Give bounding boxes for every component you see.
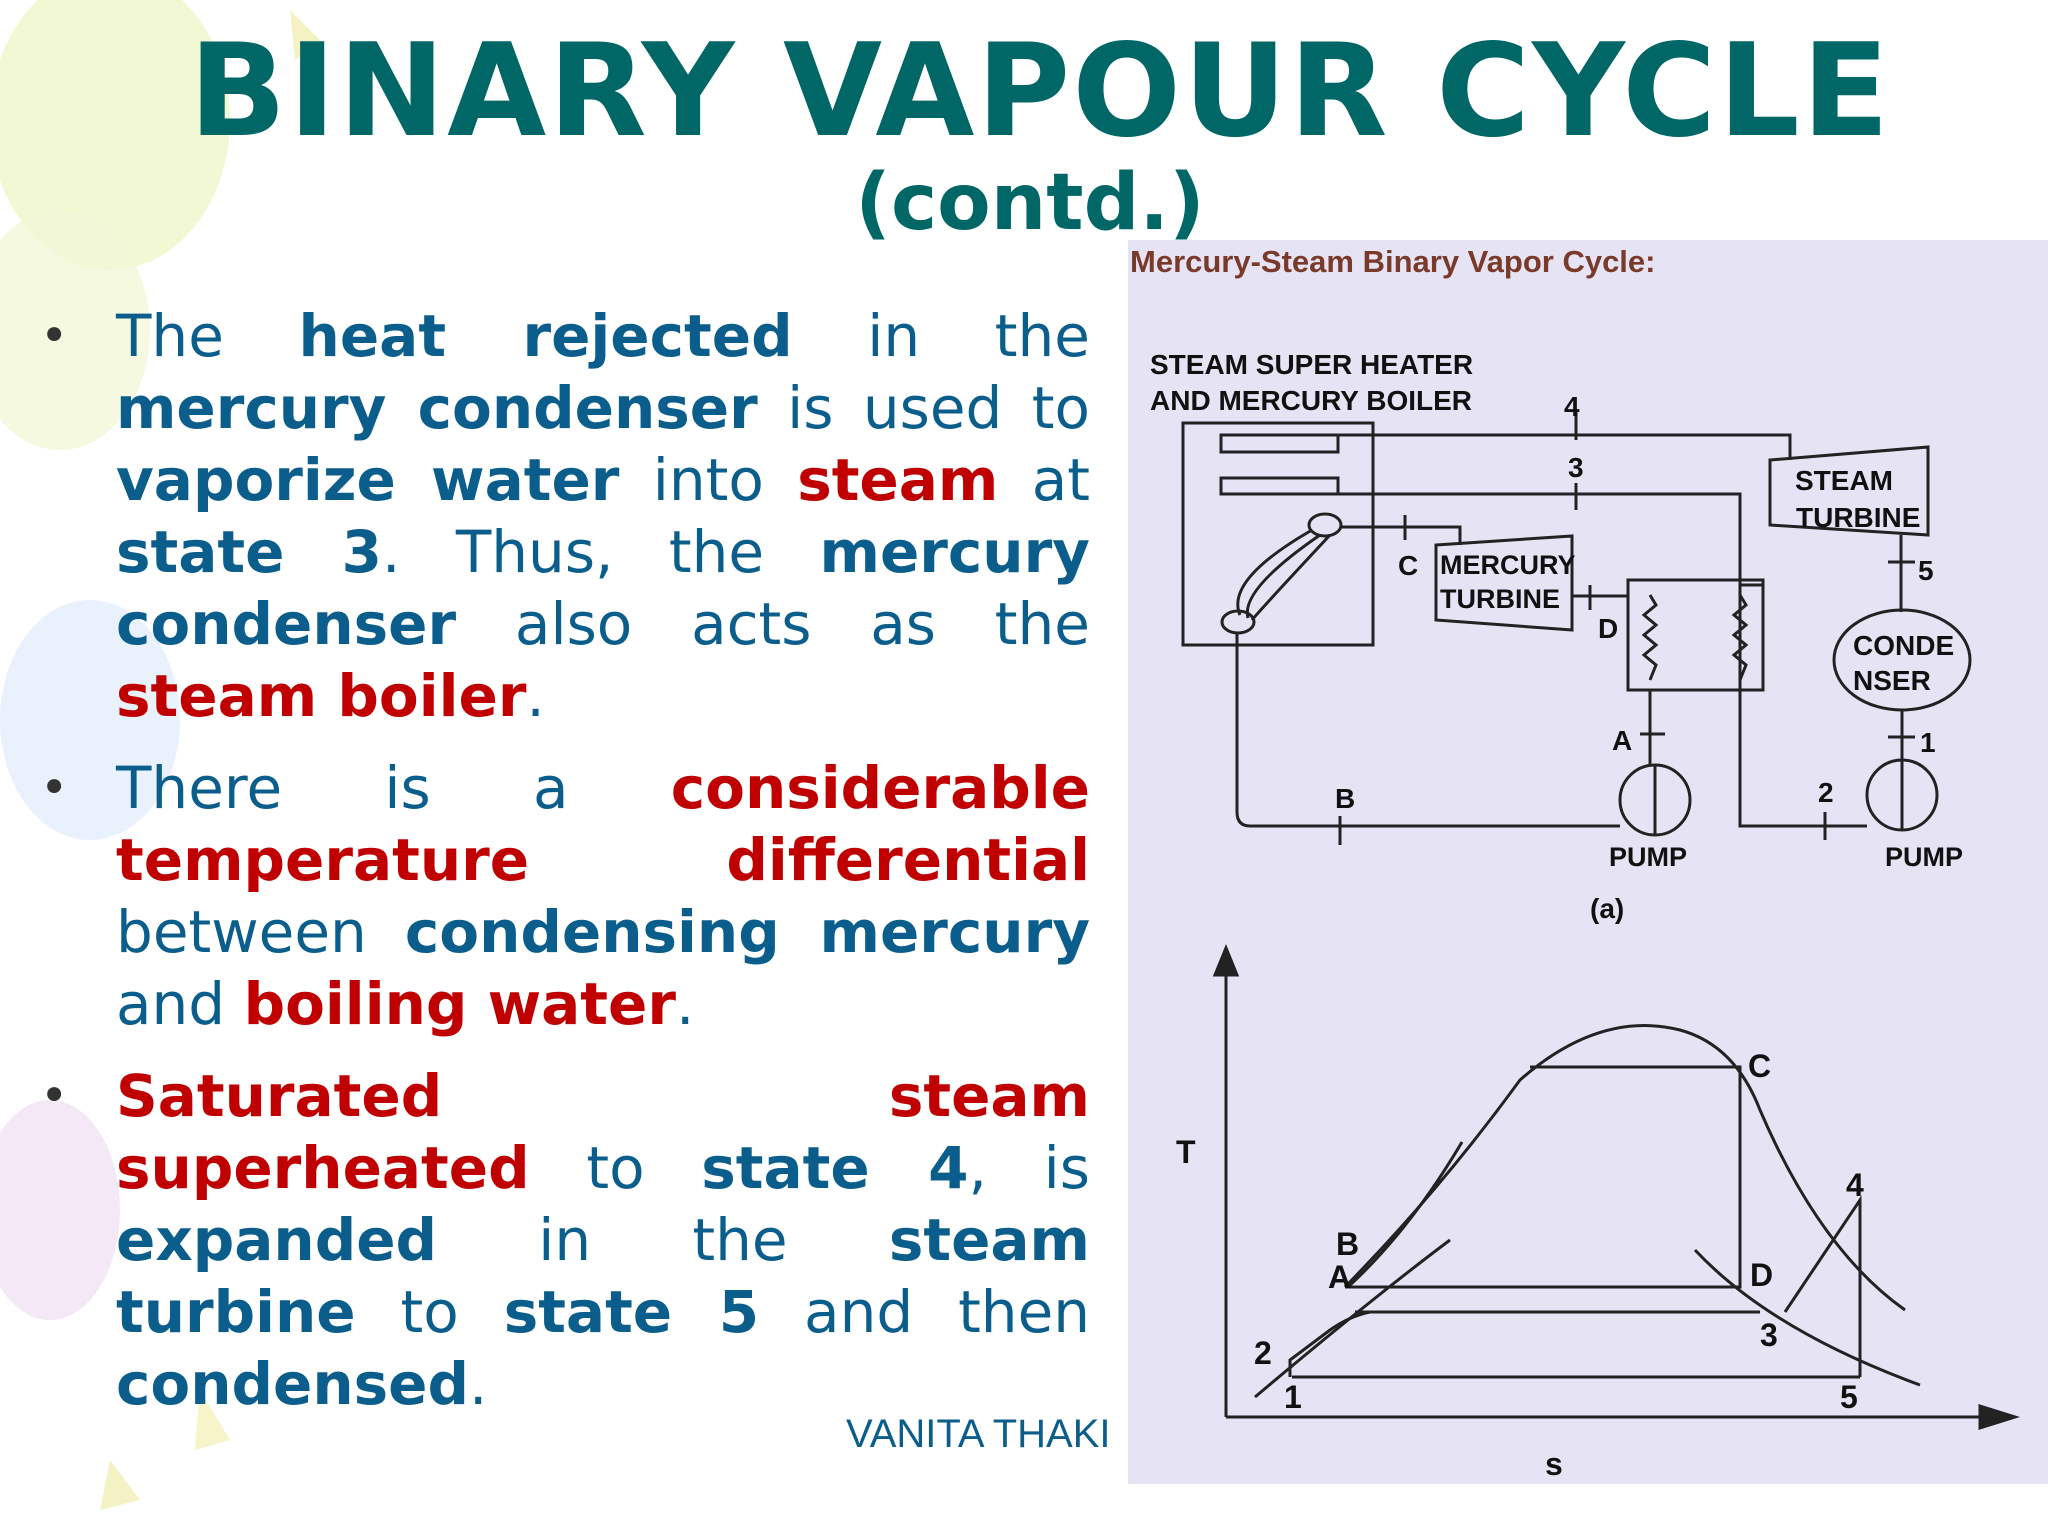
bullet-item: • Saturated steam superheated to state 4,…	[40, 1060, 1090, 1420]
ts-point-1: 1	[1284, 1379, 1302, 1415]
ts-point-2: 2	[1254, 1335, 1272, 1371]
point-1-label: 1	[1920, 727, 1936, 758]
point-5-label: 5	[1918, 555, 1934, 586]
ts-point-5: 5	[1840, 1379, 1858, 1415]
bullet-segment: steam turbine	[116, 1206, 1090, 1346]
bullet-segment: mercury condenser	[116, 374, 758, 442]
bullet-segment: into	[619, 446, 798, 514]
bullet-segment: state 4	[701, 1134, 969, 1202]
bullet-segment: to	[355, 1278, 504, 1346]
point-c-label: C	[1398, 550, 1418, 581]
bullet-segment: steam boiler	[116, 662, 527, 730]
bullet-segment: in the	[437, 1206, 889, 1274]
pump-left-label: PUMP	[1609, 842, 1687, 872]
boiler-label-2: AND MERCURY BOILER	[1150, 385, 1472, 416]
bullet-list: • The heat rejected in the mercury conden…	[40, 300, 1090, 1440]
footer-author: VANITA THAKI	[846, 1412, 1111, 1456]
bullet-segment: considerable temperature differential	[116, 754, 1090, 894]
bullet-segment: condensing mercury	[404, 898, 1090, 966]
point-3-label: 3	[1568, 452, 1584, 483]
bullet-segment: .	[469, 1350, 488, 1418]
x-axis-label: s	[1545, 1446, 1563, 1482]
mercury-turbine-label-1: MERCURY	[1440, 550, 1576, 580]
point-4-label: 4	[1564, 391, 1580, 422]
bullet-segment: There is a	[116, 754, 671, 822]
bullet-segment: between	[116, 898, 405, 966]
bullet-segment: in the	[792, 302, 1090, 370]
steam-turbine-label-1: STEAM	[1795, 465, 1893, 496]
ts-point-b: B	[1336, 1226, 1359, 1262]
bullet-segment: condensed	[116, 1350, 470, 1418]
bullet-segment: expanded	[116, 1206, 438, 1274]
bullet-segment: The	[116, 302, 299, 370]
mercury-turbine-label-2: TURBINE	[1440, 584, 1560, 614]
bullet-segment: Saturated steam superheated	[116, 1062, 1090, 1202]
point-2-label: 2	[1818, 777, 1834, 808]
bullet-segment: state 5	[503, 1278, 760, 1346]
bullet-segment: , is	[968, 1134, 1090, 1202]
bullet-icon: •	[40, 308, 69, 364]
ts-point-4: 4	[1846, 1167, 1864, 1203]
bullet-segment: . Thus, the	[382, 518, 820, 586]
bullet-item: • There is a considerable temperature dif…	[40, 752, 1090, 1040]
bullet-segment: and	[116, 970, 244, 1038]
bullet-segment: heat rejected	[298, 302, 793, 370]
bullet-segment: to	[529, 1134, 702, 1202]
bullet-segment: is used to	[757, 374, 1090, 442]
steam-turbine-label-2: TURBINE	[1796, 502, 1920, 533]
bullet-text: The heat rejected in the mercury condens…	[116, 302, 1090, 730]
bullet-icon: •	[40, 1068, 69, 1124]
bullet-segment: and then	[759, 1278, 1091, 1346]
bullet-text: Saturated steam superheated to state 4, …	[116, 1062, 1090, 1418]
ts-point-c: C	[1748, 1048, 1771, 1084]
ts-diagram: T s C D B A 2 1 4 3 5	[1176, 944, 2021, 1482]
slide-title: BINARY VAPOUR CYCLE	[188, 17, 1892, 166]
point-a-label: A	[1612, 725, 1632, 756]
figure-title: Mercury-Steam Binary Vapor Cycle:	[1130, 244, 1656, 279]
bullet-segment: .	[526, 662, 545, 730]
bullet-segment: mercury condenser	[116, 518, 1090, 658]
ts-point-d: D	[1750, 1257, 1773, 1293]
bullet-segment: at	[998, 446, 1090, 514]
bullet-text: There is a considerable temperature diff…	[116, 754, 1090, 1038]
bullet-segment: also acts as the	[456, 590, 1090, 658]
bullet-segment: .	[675, 970, 695, 1038]
bullet-icon: •	[40, 760, 69, 816]
pump-right-label: PUMP	[1885, 842, 1963, 872]
ts-point-a: A	[1328, 1259, 1351, 1295]
bullet-segment: boiling water	[243, 970, 676, 1038]
condenser-label-2: NSER	[1853, 665, 1931, 696]
bullet-segment: state 3	[116, 518, 382, 586]
ts-point-3: 3	[1760, 1317, 1778, 1353]
bullet-segment: vaporize water	[116, 446, 620, 514]
boiler-label-1: STEAM SUPER HEATER	[1150, 349, 1473, 380]
bullet-item: • The heat rejected in the mercury conden…	[40, 300, 1090, 732]
point-b-label: B	[1335, 783, 1355, 814]
condenser-label-1: CONDE	[1853, 630, 1954, 661]
point-d-label: D	[1598, 613, 1618, 644]
y-axis-label: T	[1176, 1134, 1196, 1170]
figure-panel	[1128, 240, 2048, 1484]
schematic-diagram: STEAM SUPER HEATER AND MERCURY BOILER ST…	[1150, 349, 1972, 924]
schematic-caption: (a)	[1590, 893, 1624, 924]
bullet-segment: steam	[797, 446, 999, 514]
slide-subtitle: (contd.)	[855, 158, 1205, 248]
